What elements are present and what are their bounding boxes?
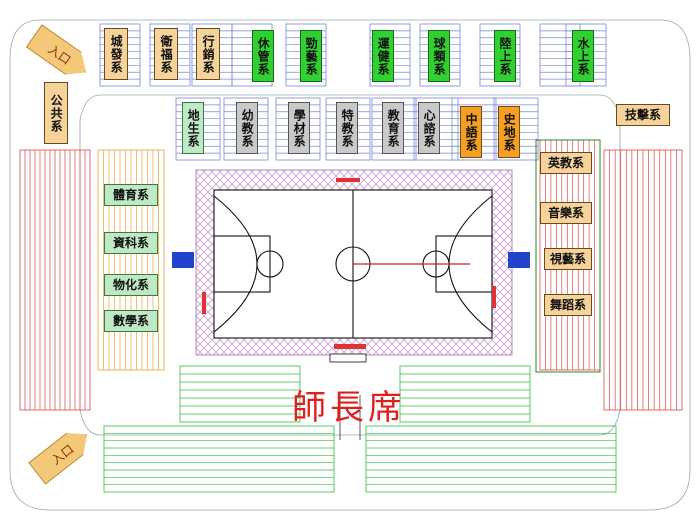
section-label: 城發系 [104, 28, 128, 80]
entrance-label: 入口 [45, 41, 74, 68]
section-label: 陸上系 [494, 30, 516, 82]
section-label: 視藝系 [544, 248, 592, 270]
section-label: 運健系 [372, 30, 394, 82]
section-label: 中語系 [460, 106, 482, 158]
section-label: 地生系 [182, 102, 204, 154]
right-section-frame [535, 139, 601, 373]
section-label: 水上系 [572, 30, 594, 82]
section-label: 史地系 [498, 106, 520, 158]
section-label: 心諮系 [418, 102, 440, 154]
section-label: 技擊系 [616, 104, 670, 126]
president-seat-label: 師長席 [292, 388, 406, 428]
section-label: 數學系 [104, 310, 158, 332]
seat-block [103, 425, 335, 493]
section-label: 幼教系 [236, 102, 258, 154]
section-label: 音樂系 [540, 202, 592, 224]
hoops [172, 252, 530, 268]
seat-block [179, 365, 301, 423]
arena-outline [9, 19, 691, 511]
seat-block [365, 425, 617, 493]
section-label: 公共系 [44, 82, 68, 144]
scorer-table [329, 353, 367, 363]
section-label: 英教系 [540, 152, 592, 174]
section-label: 學材系 [288, 102, 310, 154]
section-label: 教育系 [382, 102, 404, 154]
seat-block [97, 149, 165, 371]
section-label: 資科系 [104, 232, 158, 254]
section-label: 休管系 [252, 30, 274, 82]
seat-block [19, 149, 91, 411]
section-label: 球類系 [428, 30, 450, 82]
section-label: 舞蹈系 [544, 294, 592, 316]
section-label: 行銷系 [196, 28, 220, 80]
section-label: 勁藝系 [300, 30, 322, 82]
section-label: 體育系 [104, 184, 158, 206]
seat-block [603, 149, 683, 411]
section-label: 物化系 [104, 274, 158, 296]
section-label: 衛福系 [154, 28, 178, 80]
seat-block [399, 365, 531, 423]
section-label: 特教系 [336, 102, 358, 154]
court-red-marks [202, 178, 496, 349]
